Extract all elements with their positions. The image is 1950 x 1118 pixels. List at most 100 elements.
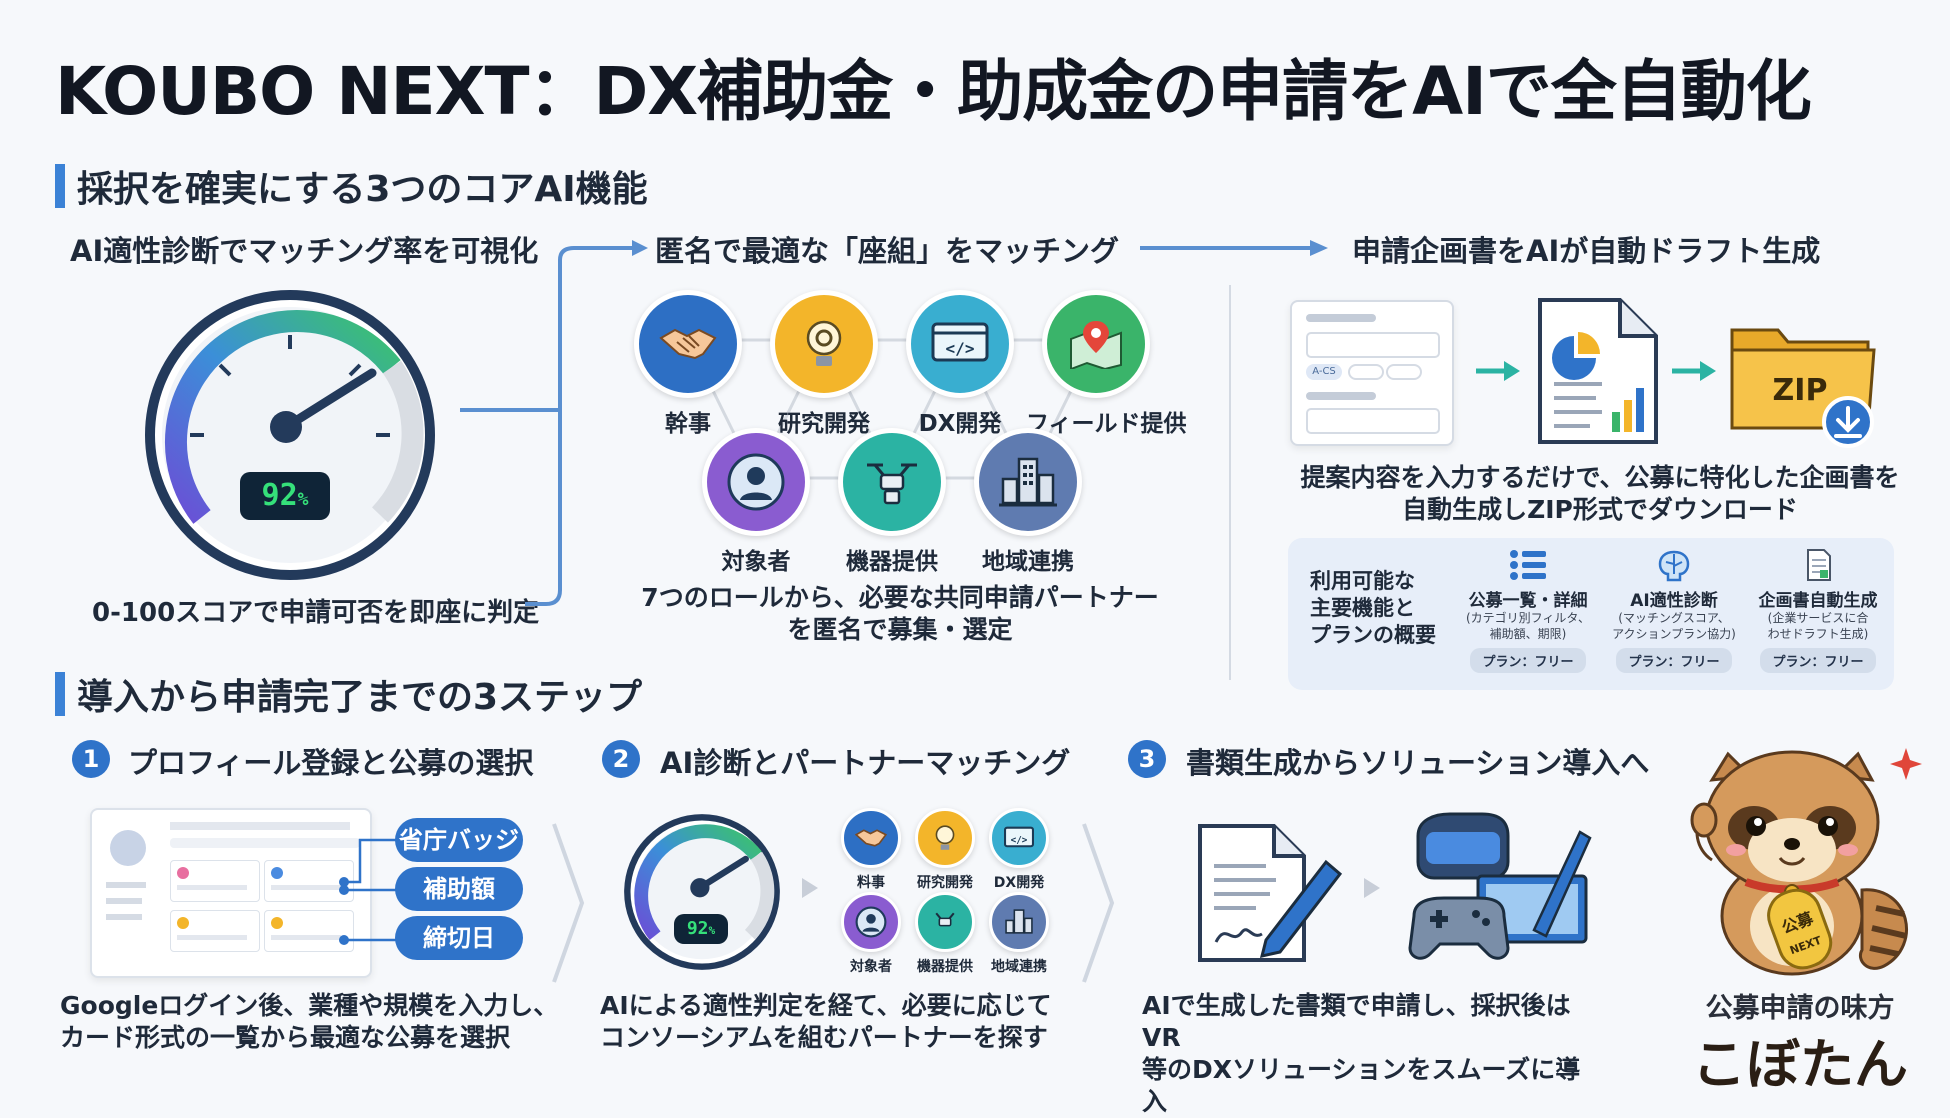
step-2-desc: AIによる適性判定を経て、必要に応じて コンソーシアムを組むパートナーを探す — [600, 990, 1060, 1054]
step-1-desc-line1: Googleログイン後、業種や規模を入力し、 — [60, 991, 559, 1020]
step-1-title: プロフィール登録と公募の選択 — [128, 746, 534, 780]
plan-col-sub: 補助額、期限) — [1489, 626, 1567, 641]
step-2-desc-line1: AIによる適性判定を経て、必要に応じて — [600, 991, 1052, 1020]
play-arrow-icon — [802, 878, 818, 898]
section-heading-steps: 導入から申請完了までの3ステップ — [55, 668, 642, 720]
role-lead: 幹事 — [618, 290, 758, 438]
role-label: DX開発 — [993, 875, 1045, 891]
role-label: 対象者 — [721, 549, 791, 575]
app-mockup — [90, 808, 372, 978]
badge-ministry: 省庁バッジ — [395, 818, 523, 862]
drone-icon — [838, 428, 946, 536]
plan-col-list: 公募一覧・詳細 (カテゴリ別フィルタ、 補助額、期限) プラン：フリー — [1458, 548, 1598, 674]
role-label: 地域連携 — [982, 549, 1074, 575]
role-label: フィールド提供 — [1026, 411, 1187, 437]
plan-col-title: 企画書自動生成 — [1758, 591, 1878, 611]
buildings-icon — [974, 428, 1082, 536]
role-label: 機器提供 — [846, 549, 938, 575]
step-3-title: 書類生成からソリューション導入へ — [1186, 746, 1650, 780]
step-1-desc-line2: カード形式の一覧から最適な公募を選択 — [60, 1023, 511, 1052]
document-sign-icon — [1198, 824, 1343, 962]
plan-heading-line2: 主要機能と — [1310, 595, 1415, 620]
code-window-icon: </> — [989, 808, 1049, 868]
plan-col-sub: (マッチングスコア、 — [1618, 611, 1730, 625]
person-icon — [841, 892, 901, 952]
plan-heading-line3: プランの概要 — [1310, 622, 1436, 647]
svg-text:</>: </> — [946, 339, 975, 358]
buildings-icon — [989, 892, 1049, 952]
document-chart-icon — [1538, 298, 1658, 444]
lightbulb-icon — [770, 290, 878, 398]
gauge-unit: % — [297, 489, 309, 510]
plan-col-title: 公募一覧・詳細 — [1468, 591, 1588, 611]
gauge-value: 92 — [261, 478, 298, 513]
step-3-desc-line1: AIで生成した書類で申請し、採択後はVR — [1142, 991, 1571, 1052]
feature-1-desc: 0-100スコアで申請可否を即座に判定 — [92, 598, 540, 628]
gauge-value: 92 — [686, 918, 709, 939]
role-target: 対象者 — [686, 428, 826, 576]
role-research-small: 研究開発 — [900, 808, 990, 892]
role-label: DX開発 — [918, 411, 1002, 437]
avatar — [110, 830, 146, 866]
gauge-readout: 92% — [240, 472, 330, 520]
feature-3-desc: 提案内容を入力するだけで、公募に特化した企画書を 自動生成しZIP形式でダウンロ… — [1290, 462, 1910, 526]
plan-col-title: AI適性診断 — [1630, 591, 1718, 611]
role-dx-small: </> DX開発 — [974, 808, 1064, 892]
feature-3-desc-line2: 自動生成しZIP形式でダウンロード — [1402, 495, 1798, 524]
badge-subsidy-amount: 補助額 — [395, 867, 523, 911]
mascot-tagline: 公募申請の味方 — [1705, 993, 1895, 1024]
plan-col-sub: (カテゴリ別フィルタ、 — [1465, 611, 1591, 625]
lightbulb-icon — [915, 808, 975, 868]
code-window-icon: </> — [906, 290, 1014, 398]
arrow-right-icon — [1476, 361, 1520, 381]
map-pin-icon — [1042, 290, 1150, 398]
plan-col-sub: アクションプラン協力) — [1612, 626, 1736, 641]
role-label: 機器提供 — [917, 959, 973, 975]
step-2-number: 2 — [602, 740, 640, 778]
role-label: 料事 — [857, 875, 885, 891]
feature-2-title: 匿名で最適な「座組」をマッチング — [655, 234, 1120, 268]
role-research: 研究開発 — [754, 290, 894, 438]
step-2-title: AI診断とパートナーマッチング — [660, 746, 1071, 780]
gauge-readout: 92% — [674, 914, 728, 944]
badge-deadline: 締切日 — [395, 916, 523, 960]
role-label: 幹事 — [665, 411, 711, 437]
role-field: フィールド提供 — [1026, 290, 1187, 438]
role-label: 研究開発 — [917, 875, 973, 891]
step-3-number: 3 — [1128, 740, 1166, 778]
gauge-icon — [145, 290, 435, 580]
role-regional-small: 地域連携 — [974, 892, 1064, 976]
plan-col-generation: 企画書自動生成 (企業サービスに合 わせドラフト生成) プラン：フリー — [1748, 548, 1888, 674]
role-label: 対象者 — [850, 959, 892, 975]
person-icon — [702, 428, 810, 536]
zip-folder-icon: ZIP — [1730, 328, 1876, 448]
role-regional: 地域連携 — [958, 428, 1098, 576]
brain-icon — [1658, 550, 1690, 582]
page-title: KOUBO NEXT：DX補助金・助成金の申請をAIで全自動化 — [55, 53, 1812, 130]
feature-3-title: 申請企画書をAIが自動ドラフト生成 — [1352, 234, 1821, 268]
plan-col-sub: (企業サービスに合 — [1767, 611, 1869, 625]
role-equipment-small: 機器提供 — [900, 892, 990, 976]
proposal-form-icon: A-CS — [1290, 300, 1454, 446]
role-equipment: 機器提供 — [822, 428, 962, 576]
role-label: 地域連携 — [991, 959, 1047, 975]
handshake-icon — [841, 808, 901, 868]
plan-badge: プラン：フリー — [1760, 648, 1876, 674]
callout-lines — [339, 838, 398, 945]
drone-icon — [915, 892, 975, 952]
step-1-desc: Googleログイン後、業種や規模を入力し、 カード形式の一覧から最適な公募を選… — [60, 990, 560, 1054]
list-icon — [1510, 550, 1546, 580]
feature-2-desc-line1: 7つのロールから、必要な共同申請パートナー — [641, 583, 1159, 612]
role-label: 研究開発 — [778, 411, 870, 437]
step-3-desc-line2: 等のDXソリューションをスムーズに導入 — [1142, 1055, 1581, 1116]
feature-1-title: AI適性診断でマッチング率を可視化 — [70, 234, 539, 268]
plan-col-diagnosis: AI適性診断 (マッチングスコア、 アクションプラン協力) プラン：フリー — [1604, 548, 1744, 674]
section-heading-core: 採択を確実にする3つのコアAI機能 — [55, 160, 648, 212]
chevron-right-icon — [552, 823, 585, 983]
form-tag: A-CS — [1306, 364, 1342, 380]
role-lead-small: 料事 — [826, 808, 916, 892]
feature-2-desc: 7つのロールから、必要な共同申請パートナー を匿名で募集・選定 — [640, 582, 1160, 646]
feature-3-desc-line1: 提案内容を入力するだけで、公募に特化した企画書を — [1300, 463, 1900, 492]
plan-badge: プラン：フリー — [1470, 648, 1586, 674]
step-1-number: 1 — [72, 740, 110, 778]
